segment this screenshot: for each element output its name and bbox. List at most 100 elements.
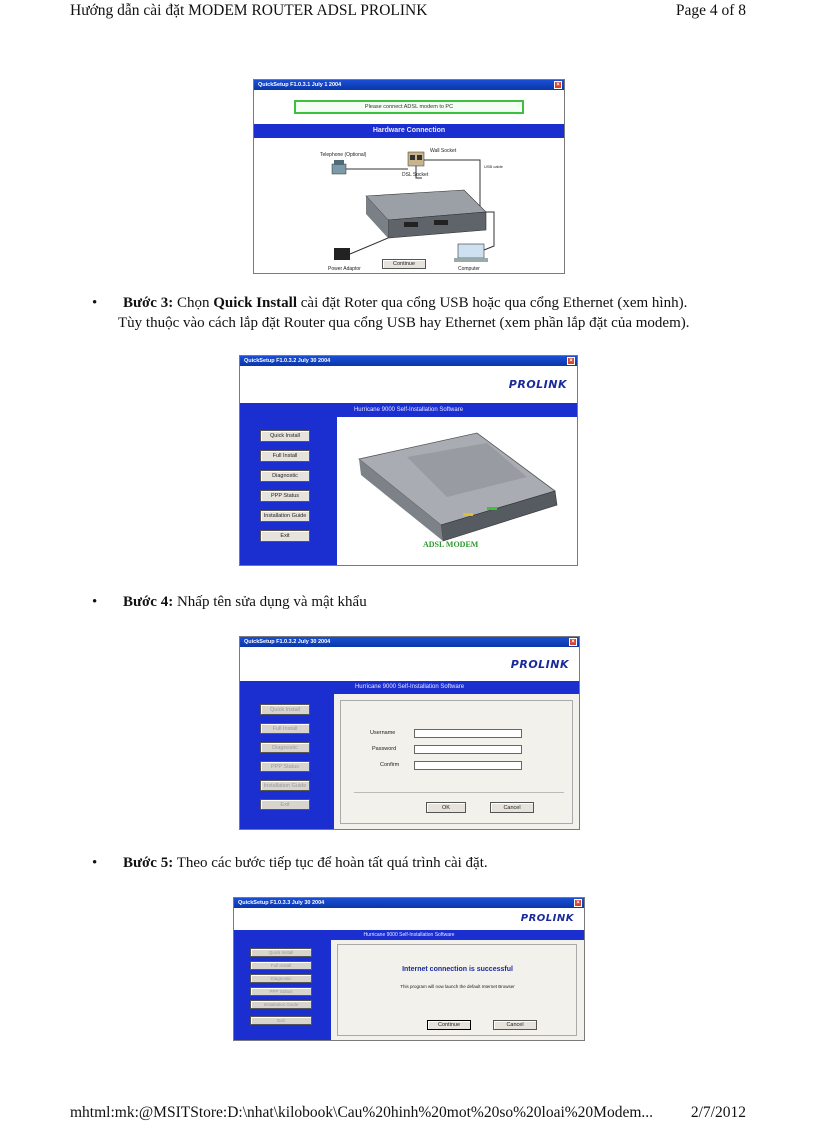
close-icon[interactable]: × (567, 357, 575, 365)
wall-socket-icon (407, 151, 425, 167)
connection-diagram: Telephone (Optional) Wall Socket DSL Soc… (320, 148, 504, 272)
modem-image-panel: ADSL MODEM (337, 417, 577, 565)
login-frame (340, 700, 573, 824)
figure-hardware-connection: QuickSetup F1.0.3.1 July 1 2004 × Please… (253, 79, 565, 274)
step3-text1: Chọn (173, 295, 214, 311)
exit-button[interactable]: Exit (260, 530, 310, 542)
modem-device-icon (365, 189, 487, 239)
installation-guide-label: Installation Guide (263, 783, 307, 789)
power-adaptor-label: Power Adaptor (328, 266, 361, 272)
cancel-button[interactable]: Cancel (490, 802, 534, 813)
quick-install-button[interactable]: Quick Install (260, 704, 310, 715)
step3-text2: cài đặt Roter qua cổng USB hoặc qua cổng… (297, 295, 688, 311)
password-field[interactable] (414, 745, 522, 754)
step5-line: Bước 5: Theo các bước tiếp tục để hoàn t… (123, 854, 488, 873)
diagnostic-label: Diagnostic (272, 473, 298, 479)
footer-path: mhtml:mk:@MSITStore:D:\nhat\kilobook\Cau… (70, 1104, 654, 1121)
modem-image (358, 432, 558, 542)
diagnostic-button[interactable]: Diagnostic (250, 974, 312, 983)
exit-button[interactable]: Exit (250, 1016, 312, 1025)
ppp-status-label: PPP Status (269, 989, 293, 994)
cancel-label: Cancel (503, 805, 521, 811)
confirm-label: Confirm (380, 762, 400, 768)
diagnostic-button[interactable]: Diagnostic (260, 742, 310, 753)
step4-text: Nhấp tên sửa dụng và mật khẩu (173, 594, 367, 610)
success-panel: Internet connection is successful This p… (331, 940, 584, 1040)
exit-button[interactable]: Exit (260, 799, 310, 810)
full-install-button[interactable]: Full Install (260, 450, 310, 462)
exit-label: Exit (277, 1018, 285, 1023)
quick-install-label: Quick Install (270, 433, 300, 439)
divider (354, 792, 564, 793)
continue-button-label: Continue (392, 261, 416, 267)
diagnostic-label: Diagnostic (272, 745, 298, 751)
window-title: QuickSetup F1.0.3.3 July 30 2004 (238, 900, 325, 906)
footer-date: 2/7/2012 (690, 1104, 746, 1121)
figure-connection-success: QuickSetup F1.0.3.3 July 30 2004 × PROLI… (233, 897, 585, 1041)
step5-label: Bước 5: (123, 855, 174, 871)
installation-guide-label: Installation Guide (263, 513, 307, 519)
hardware-band: Hardware Connection (254, 124, 564, 138)
full-install-button[interactable]: Full Install (250, 961, 312, 970)
installation-guide-button[interactable]: Installation Guide (250, 1000, 312, 1009)
step4-label: Bước 4: (123, 594, 174, 610)
window-titlebar: QuickSetup F1.0.3.1 July 1 2004 × (254, 80, 564, 90)
cancel-button[interactable]: Cancel (493, 1020, 537, 1030)
success-frame (337, 944, 577, 1036)
step3-line1: Bước 3: Chọn Quick Install cài đặt Roter… (123, 294, 687, 313)
ok-label: OK (442, 805, 450, 811)
window-titlebar: QuickSetup F1.0.3.3 July 30 2004 × (234, 898, 584, 908)
installation-guide-button[interactable]: Installation Guide (260, 780, 310, 791)
hardware-band-label: Hardware Connection (372, 127, 446, 134)
ppp-status-button[interactable]: PPP Status (260, 761, 310, 772)
software-band: Hurricane 9000 Self-Installation Softwar… (234, 930, 584, 940)
step5-text: Theo các bước tiếp tục để hoàn tất quá t… (173, 855, 488, 871)
quick-install-button[interactable]: Quick Install (250, 948, 312, 957)
telephone-label: Telephone (Optional) (320, 152, 367, 158)
username-label: Username (370, 730, 396, 736)
power-adaptor-icon (334, 237, 389, 260)
prolink-logo: PROLINK (520, 913, 574, 924)
installation-guide-button[interactable]: Installation Guide (260, 510, 310, 522)
continue-button[interactable]: Continue (427, 1020, 471, 1030)
header-title: Hướng dẫn cài đặt MODEM ROUTER ADSL PROL… (70, 2, 428, 19)
continue-label: Continue (437, 1022, 461, 1028)
success-message: Internet connection is successful (402, 966, 513, 973)
ppp-status-button[interactable]: PPP Status (260, 490, 310, 502)
success-subtext: This program will now launch the default… (400, 984, 515, 989)
cancel-label: Cancel (506, 1022, 524, 1028)
bullet-step5: • (92, 855, 98, 871)
wall-socket-label: Wall Socket (430, 148, 457, 154)
username-field[interactable] (414, 729, 522, 738)
continue-button[interactable]: Continue (382, 259, 426, 269)
notice-text: Please connect ADSL modem to PC (364, 104, 454, 110)
window-titlebar: QuickSetup F1.0.3.2 July 30 2004 × (240, 637, 579, 647)
step3-line2: Tùy thuộc vào cách lắp đặt Router qua cổ… (118, 315, 690, 331)
bullet-step3: • (92, 295, 98, 311)
confirm-field[interactable] (414, 761, 522, 770)
diagnostic-button[interactable]: Diagnostic (260, 470, 310, 482)
ppp-status-button[interactable]: PPP Status (250, 987, 312, 996)
software-band-label: Hurricane 9000 Self-Installation Softwar… (353, 407, 464, 413)
step3-label: Bước 3: (123, 295, 174, 311)
ok-button[interactable]: OK (426, 802, 466, 813)
computer-icon (454, 211, 495, 262)
dsl-socket-label: DSL Socket (402, 172, 429, 178)
quick-install-button[interactable]: Quick Install (260, 430, 310, 442)
prolink-logo: PROLINK (508, 378, 567, 391)
exit-label: Exit (280, 533, 290, 539)
logo-bar: PROLINK (234, 908, 584, 930)
computer-label: Computer (458, 266, 480, 272)
quick-install-label: Quick Install (270, 707, 300, 713)
close-icon[interactable]: × (574, 899, 582, 907)
close-icon[interactable]: × (554, 81, 562, 89)
software-band-label: Hurricane 9000 Self-Installation Softwar… (363, 932, 455, 938)
full-install-label: Full Install (270, 963, 292, 968)
telephone-icon (331, 160, 347, 175)
full-install-label: Full Install (272, 453, 298, 459)
full-install-label: Full Install (272, 726, 298, 732)
adsl-modem-caption: ADSL MODEM (423, 540, 479, 549)
close-icon[interactable]: × (569, 638, 577, 646)
full-install-button[interactable]: Full Install (260, 723, 310, 734)
window-titlebar: QuickSetup F1.0.3.2 July 30 2004 × (240, 356, 577, 366)
